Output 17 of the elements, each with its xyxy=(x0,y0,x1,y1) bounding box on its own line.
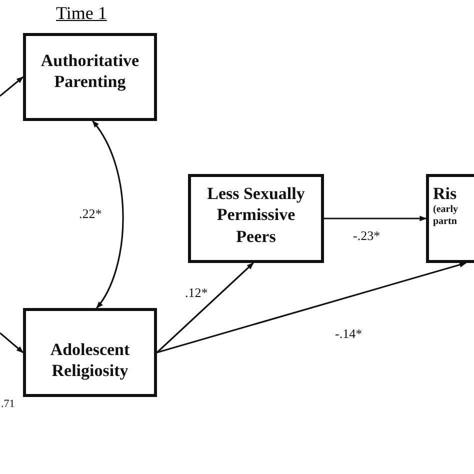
arrow xyxy=(324,216,427,222)
variance-value: .71 xyxy=(0,398,16,410)
variable-name: Less Sexually Permissive Peers xyxy=(206,183,306,247)
arrow xyxy=(156,262,254,354)
variable-box xyxy=(188,174,324,263)
variable-box xyxy=(23,33,157,121)
variable-name: Adolescent Religiosity xyxy=(49,339,131,382)
variable-box xyxy=(426,174,474,263)
arrow xyxy=(156,262,466,354)
variable-note: (early partn xyxy=(433,204,459,228)
variable-name: Authoritative Parenting xyxy=(40,50,140,92)
variable-name: Ris xyxy=(433,183,457,204)
variable-box xyxy=(23,308,157,397)
arrow xyxy=(0,76,24,97)
arrow xyxy=(0,332,24,354)
time-heading: Time 1 xyxy=(56,3,107,24)
double-headed-arrow xyxy=(92,120,124,309)
